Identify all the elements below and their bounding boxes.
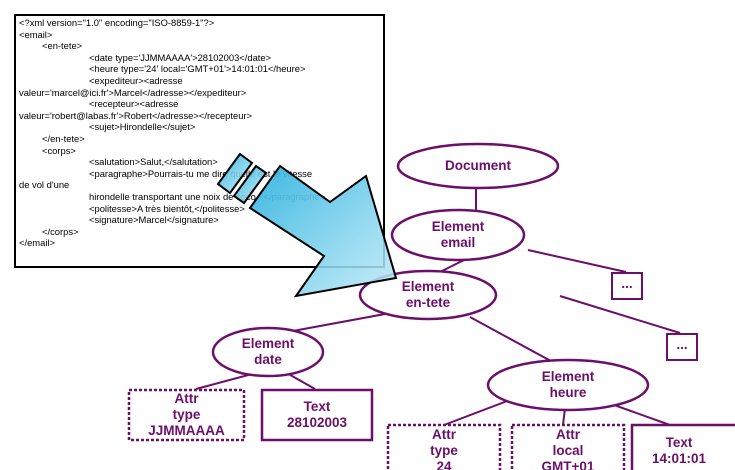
xml-line: </email> <box>19 237 55 249</box>
arrow-body <box>248 164 398 298</box>
label-text-date: Text 28102003 <box>286 399 348 430</box>
xml-line: <heure type='24' local='GMT+01'>14:01:01… <box>89 63 306 75</box>
label-element-entete: Element en-tete <box>401 279 455 310</box>
edge-date-attr <box>195 373 253 390</box>
node-more-email <box>611 272 643 300</box>
label-element-email: Element email <box>431 219 485 250</box>
node-element-heure <box>486 358 650 412</box>
edge-email-more <box>527 249 627 273</box>
edge-entete-heure <box>469 316 561 367</box>
node-attr-heure-local <box>510 423 626 470</box>
transform-arrow <box>216 152 398 298</box>
xml-line: <date type='JJMMAAAA'>28102003</date> <box>89 51 272 63</box>
xml-line: <recepteur><adresse <box>89 98 179 110</box>
xml-line: <email> <box>19 28 53 40</box>
node-element-date <box>211 326 325 378</box>
label-more-email: ... <box>621 276 633 291</box>
xml-line: <politesse>A très bientôt,</politesse> <box>89 202 245 214</box>
edge-entete-date <box>281 313 386 334</box>
node-attr-date-type <box>127 388 246 442</box>
xml-line: </corps> <box>42 225 79 237</box>
xml-line: valeur='marcel@ici.fr'>Marcel</adresse><… <box>19 86 247 98</box>
node-element-entete <box>358 269 498 321</box>
xml-line: de vol d'une <box>19 179 70 191</box>
xml-line: valeur='robert@labas.fr'>Robert</adresse… <box>19 109 253 121</box>
edge-heure-attr-type <box>443 397 516 426</box>
label-more-entete: ... <box>676 337 688 352</box>
xml-line: <corps> <box>42 144 76 156</box>
xml-line: </en-tete> <box>42 132 85 144</box>
edge-entete-more <box>559 295 681 334</box>
xml-line: <signature>Marcel</signature> <box>89 214 219 226</box>
arrow-stripe-2 <box>232 164 268 205</box>
xml-source-box: <?xml version="1.0" encoding="ISO-8859-1… <box>14 14 385 268</box>
node-document <box>396 142 560 190</box>
node-element-email <box>390 208 526 262</box>
xml-line: <?xml version="1.0" encoding="ISO-8859-1… <box>19 17 215 28</box>
xml-line: <en-tete> <box>42 40 83 52</box>
node-text-date <box>260 388 374 442</box>
arrow-stripe-1 <box>216 152 254 195</box>
label-document: Document <box>444 158 511 173</box>
label-attr-heure-type: Attr type 24 <box>430 427 458 470</box>
node-text-heure <box>630 423 735 470</box>
label-attr-heure-local: Attr local GMT+01 <box>541 427 595 470</box>
label-element-date: Element date <box>241 336 295 367</box>
label-attr-date-type: Attr type JJMMAAAA <box>148 391 225 438</box>
xml-line: <sujet>Hirondelle</sujet> <box>89 121 196 133</box>
xml-line: <salutation>Salut,</salutation> <box>89 156 218 168</box>
label-text-heure: Text 14:01:01 <box>651 435 707 466</box>
node-attr-heure-type <box>386 423 502 470</box>
label-element-heure: Element heure <box>541 369 595 400</box>
xml-line: <expediteur><adresse <box>89 74 183 86</box>
node-more-entete <box>666 333 698 361</box>
